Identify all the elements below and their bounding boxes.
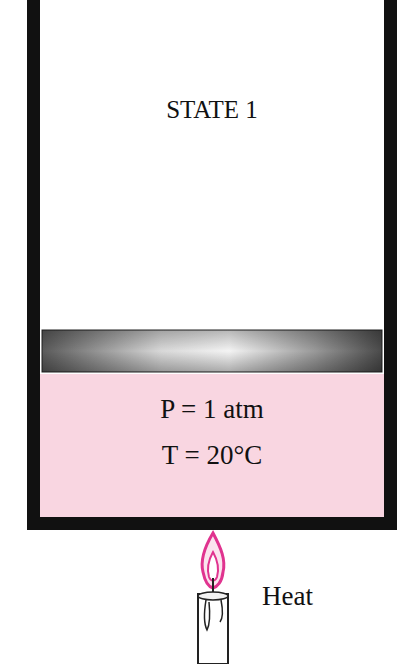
state-label: STATE 1 [166,96,258,124]
cylinder-base [27,517,397,530]
candle-top [198,592,228,600]
candle-drip [205,600,210,630]
property-label: P = 1 atm [160,395,263,425]
cylinder-wall [384,0,397,530]
candle-drip [220,600,222,622]
candle-body [198,594,228,664]
property-label: T = 20°C [162,441,263,471]
piston [42,330,382,372]
cylinder-wall [27,0,40,530]
heat-label: Heat [262,582,313,612]
gas-region: P = 1 atm T = 20°C [40,374,384,517]
piston-shade [42,330,382,372]
gas-fill [40,374,384,517]
candle-flame-inner [208,552,218,581]
cylinder-space: STATE 1 P = 1 atm T = 20°C [40,0,384,517]
